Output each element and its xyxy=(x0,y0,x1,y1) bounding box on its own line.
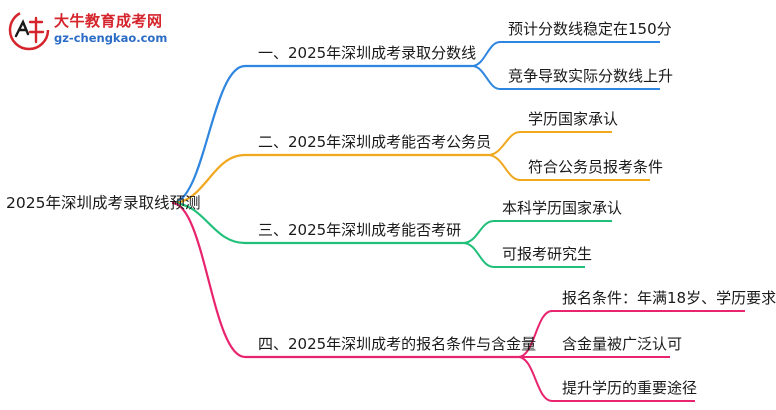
branch-2-child-1: 学历国家承认 xyxy=(528,110,619,128)
root-node: 2025年深圳成考录取线预测 xyxy=(6,194,201,212)
branch-1-label: 一、2025年深圳成考录取分数线 xyxy=(258,44,477,62)
branch-3-child-1: 本科学历国家承认 xyxy=(502,199,623,217)
branch-4-label: 四、2025年深圳成考的报名条件与含金量 xyxy=(258,335,537,353)
branch-4-child-3: 提升学历的重要途径 xyxy=(562,379,698,397)
connector-root-branch-2 xyxy=(171,153,246,205)
connector-root-branch-1 xyxy=(171,64,246,205)
connector-branch-4-child-1 xyxy=(517,310,553,358)
branch-3-child-2: 可报考研究生 xyxy=(502,245,593,263)
connector-branch-3-child-2 xyxy=(462,242,495,268)
branch-1-child-2: 竞争导致实际分数线上升 xyxy=(508,67,674,85)
logo-mark-icon xyxy=(8,9,50,51)
connector-root-branch-4 xyxy=(171,201,246,359)
connector-branch-1-child-1 xyxy=(471,41,501,67)
connector-branch-4-child-3 xyxy=(517,356,553,402)
branch-2-child-2: 符合公务员报考条件 xyxy=(528,158,664,176)
branch-1-child-1: 预计分数线稳定在150分 xyxy=(508,20,672,38)
logo-url: gz-chengkao.com xyxy=(54,31,168,45)
connector-branch-3-child-1 xyxy=(462,220,495,244)
branch-2-label: 二、2025年深圳成考能否考公务员 xyxy=(258,133,492,151)
logo-title: 大牛教育成考网 xyxy=(54,12,163,30)
connector-branch-2-child-2 xyxy=(487,154,521,181)
site-logo[interactable]: 大牛教育成考网 gz-chengkao.com xyxy=(6,8,168,52)
connector-root-branch-3 xyxy=(171,201,246,245)
connector-branch-2-child-1 xyxy=(487,131,521,156)
connector-branch-1-child-2 xyxy=(471,65,501,90)
mindmap-connectors xyxy=(171,41,745,402)
branch-3-label: 三、2025年深圳成考能否考研 xyxy=(258,221,462,239)
branch-4-child-2: 含金量被广泛认可 xyxy=(562,335,683,353)
branch-4-child-1: 报名条件：年满18岁、学历要求 xyxy=(562,289,776,307)
